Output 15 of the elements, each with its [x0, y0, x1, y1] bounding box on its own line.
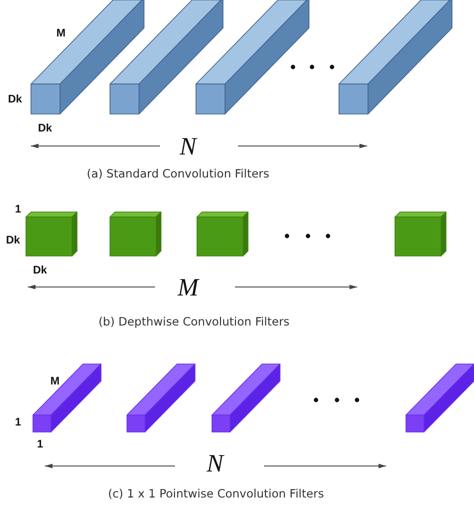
- dimension-label: Dk: [38, 124, 52, 134]
- figure-caption: (a) Standard Convolution Filters: [86, 168, 270, 180]
- dimension-label: 1: [36, 440, 44, 450]
- count-label: N: [180, 134, 196, 160]
- dimension-label: 1: [14, 418, 22, 428]
- dimension-label: M: [50, 376, 60, 388]
- dimension-label: Dk: [8, 94, 22, 106]
- dimension-label: M: [56, 28, 66, 40]
- count-label: M: [178, 276, 198, 300]
- dimension-label: 1: [14, 204, 22, 216]
- dimension-label: Dk: [6, 236, 20, 246]
- figure-caption: (b) Depthwise Convolution Filters: [98, 316, 290, 328]
- figure-caption: (c) 1 x 1 Pointwise Convolution Filters: [108, 488, 324, 500]
- dimension-label: Dk: [32, 266, 48, 276]
- count-label: N: [206, 452, 224, 476]
